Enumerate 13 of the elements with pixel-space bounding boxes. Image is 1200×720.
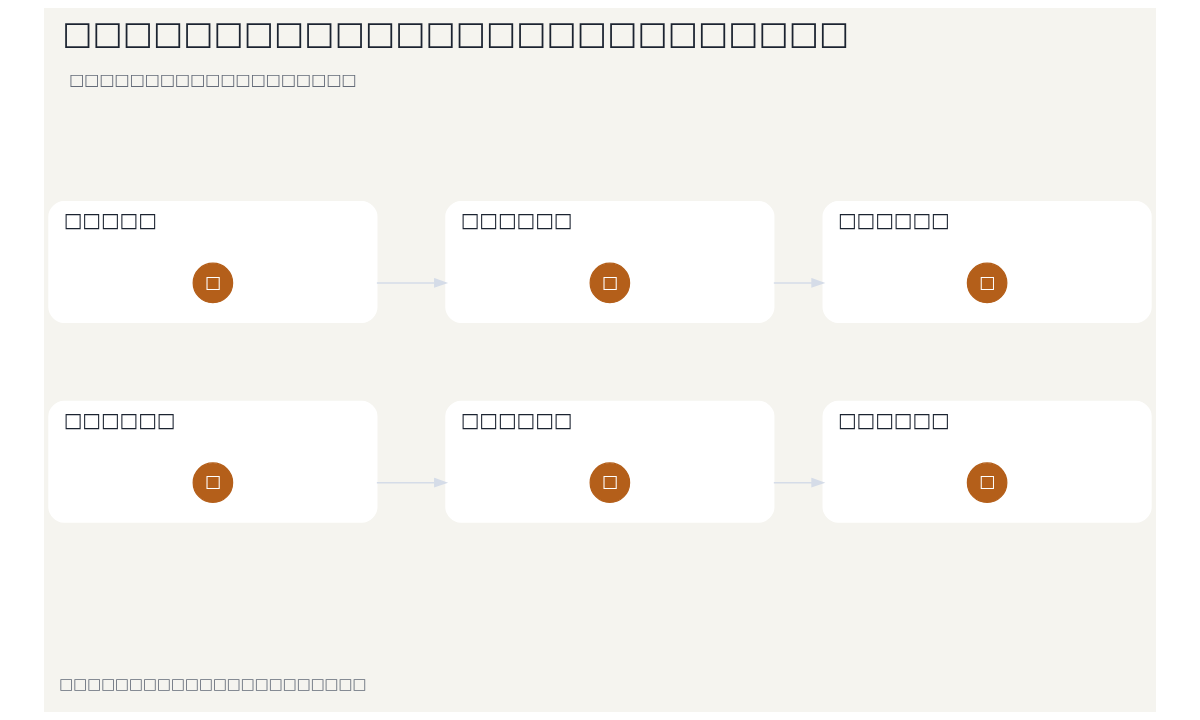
arrow bbox=[376, 278, 449, 288]
arrow bbox=[376, 477, 449, 488]
caption: □□□□□□□□□□□□□□□□□□□□□□ bbox=[59, 674, 367, 692]
arrow bbox=[773, 477, 826, 488]
diagram-title: □□□□□□□□□□□□□□□□□□□□□□□□□□ bbox=[62, 13, 850, 52]
arrow bbox=[773, 278, 826, 288]
node-circle: □ bbox=[192, 462, 234, 503]
node-circle: □ bbox=[589, 462, 631, 503]
node-circle: □ bbox=[589, 262, 631, 304]
node-circle: □ bbox=[966, 462, 1008, 503]
node-circle: □ bbox=[192, 262, 234, 304]
node-circle: □ bbox=[966, 262, 1008, 304]
label: □□□□□□□□□□□□□□□□□□□ bbox=[69, 69, 357, 89]
